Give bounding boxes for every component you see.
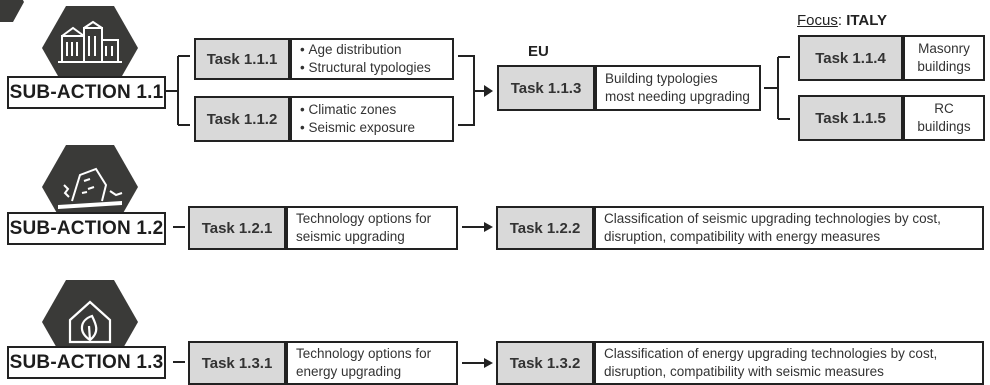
bullet: Age distribution	[300, 41, 431, 59]
task-1-2-2-desc: Classification of seismic upgrading tech…	[594, 206, 984, 250]
task-1-1-2-desc: Climatic zones Seismic exposure	[290, 96, 454, 142]
focus-country: ITALY	[846, 12, 888, 29]
task-1-2-1-desc: Technology options for seismic upgrading	[286, 206, 458, 250]
task-1-1-1-id: Task 1.1.1	[194, 38, 290, 80]
task-1-1-3-desc: Building typologies most needing upgradi…	[595, 65, 761, 111]
subaction-1-2: SUB-ACTION 1.2	[7, 212, 166, 245]
house-leaf-icon	[42, 280, 138, 369]
task-1-2-2-id: Task 1.2.2	[496, 206, 594, 250]
task-1-3-2-desc: Classification of energy upgrading techn…	[594, 341, 984, 385]
task-1-1-4-id: Task 1.1.4	[798, 35, 903, 81]
desc-line: Technology options for	[296, 346, 432, 361]
subaction-1-3: SUB-ACTION 1.3	[7, 346, 166, 379]
bullet: Seismic exposure	[300, 119, 415, 137]
subaction-1-1: SUB-ACTION 1.1	[7, 76, 166, 109]
bullet: Climatic zones	[300, 101, 415, 119]
desc-line: Classification of seismic upgrading tech…	[604, 211, 941, 226]
eu-label: EU	[528, 43, 549, 60]
bullet: Structural typologies	[300, 59, 430, 77]
task-1-3-1-desc: Technology options for energy upgrading	[286, 341, 458, 385]
desc-line: RC	[934, 101, 954, 116]
desc-line: Classification of energy upgrading techn…	[604, 346, 938, 361]
focus-prefix: Focus	[797, 12, 838, 29]
focus-label: Focus: ITALY	[797, 12, 888, 29]
task-1-3-2-id: Task 1.3.2	[496, 341, 594, 385]
task-1-3-1-id: Task 1.3.1	[188, 341, 286, 385]
desc-line: buildings	[917, 59, 971, 74]
task-1-2-1-id: Task 1.2.1	[188, 206, 286, 250]
corner-hexagon	[0, 0, 24, 27]
collapsed-building-icon	[42, 145, 138, 234]
desc-line: seismic upgrading	[296, 229, 405, 244]
task-1-1-4-desc: Masonry buildings	[903, 35, 985, 81]
task-1-1-5-desc: RC buildings	[903, 95, 985, 141]
desc-line: disruption, compatibility with seismic m…	[604, 364, 884, 379]
desc-line: disruption, compatibility with energy me…	[604, 229, 881, 244]
desc-line: energy upgrading	[296, 364, 402, 379]
task-1-1-5-id: Task 1.1.5	[798, 95, 903, 141]
task-1-1-2-id: Task 1.1.2	[194, 96, 290, 142]
buildings-icon	[42, 6, 138, 95]
task-1-1-1-desc: Age distribution Structural typologies	[290, 38, 454, 80]
desc-line: Masonry	[918, 41, 970, 56]
desc-line: most needing upgrading	[605, 89, 750, 104]
desc-line: Building typologies	[605, 71, 718, 86]
desc-line: Technology options for	[296, 211, 432, 226]
desc-line: buildings	[917, 119, 971, 134]
task-1-1-3-id: Task 1.1.3	[497, 65, 595, 111]
